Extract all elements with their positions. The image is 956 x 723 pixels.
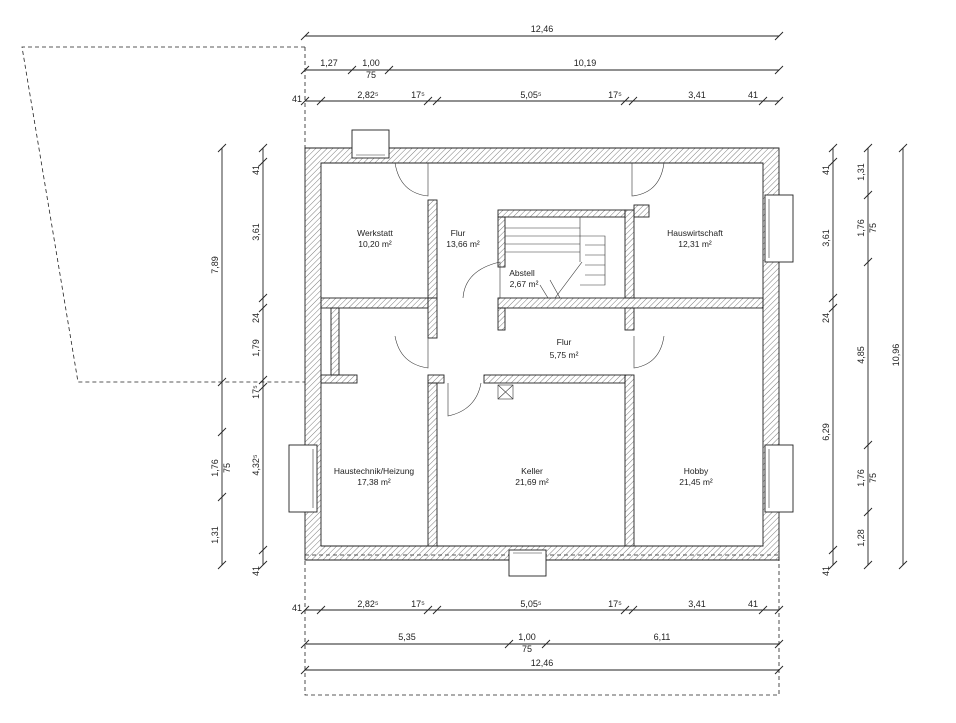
dim-right-mid-2: 75	[868, 223, 878, 233]
room-werkstatt-area: 10,20 m²	[358, 239, 392, 249]
dim-bot2-b: 1,00	[518, 632, 536, 642]
dim-top3-4: 17⁵	[608, 90, 622, 100]
dim-bot1-0: 41	[292, 603, 302, 613]
dim-bot1-6: 41	[748, 599, 758, 609]
dim-bot1-4: 17⁵	[608, 599, 622, 609]
room-flur1-name: Flur	[451, 228, 466, 238]
dim-right-in-1: 3,61	[821, 229, 831, 247]
dim-right-mid-1: 1,76	[856, 219, 866, 237]
top-dimensions: 12,46 1,27 1,00 75 10,19 41 2,82⁵ 17⁵ 5,…	[292, 24, 784, 106]
dim-left-in-2: 24	[251, 313, 261, 323]
room-hauswirtschaft-area: 12,31 m²	[678, 239, 712, 249]
dim-left-in-0: 41	[251, 165, 261, 175]
dashed-outline	[21, 46, 780, 696]
dim-left-in-1: 3,61	[251, 223, 261, 241]
room-abstell-name: Abstell	[509, 268, 535, 278]
dim-left-a-sub: 75	[222, 463, 232, 473]
dim-top-b-sub: 75	[366, 70, 376, 80]
dim-right-outer: 10,96	[891, 344, 901, 367]
door-hauswirtschaft	[631, 162, 665, 197]
dim-right-mid-3: 4,85	[856, 346, 866, 364]
dim-right-mid-0: 1,31	[856, 163, 866, 181]
right-dimensions: 41 3,61 24 6,29 41 1,31 1,76 75 4,85 1,7…	[821, 143, 908, 576]
dim-top-total: 12,46	[531, 24, 554, 34]
dim-top-c: 10,19	[574, 58, 597, 68]
room-flur2-area: 5,75 m²	[550, 350, 579, 360]
room-werkstatt-name: Werkstatt	[357, 228, 393, 238]
dim-top-b: 1,00	[362, 58, 380, 68]
dim-right-in-4: 41	[821, 566, 831, 576]
window-top	[351, 129, 390, 159]
room-flur1-area: 13,66 m²	[446, 239, 480, 249]
dim-right-in-3: 6,29	[821, 423, 831, 441]
dim-bot1-2: 17⁵	[411, 599, 425, 609]
dim-left-in-5: 4,32⁵	[251, 454, 261, 476]
room-abstell-area: 2,67 m²	[510, 279, 539, 289]
door-werkstatt	[394, 162, 429, 197]
door-keller	[447, 382, 482, 417]
window-right-top	[764, 194, 794, 263]
room-hobby-area: 21,45 m²	[679, 477, 713, 487]
door-haustechnik	[394, 335, 429, 369]
dim-left-in-4: 17⁵	[251, 385, 261, 399]
door-hobby	[633, 335, 665, 369]
dim-left-a: 1,76	[210, 459, 220, 477]
dim-bot1-1: 2,82⁵	[357, 599, 379, 609]
dim-right-in-2: 24	[821, 313, 831, 323]
room-flur2-name: Flur	[557, 337, 572, 347]
windows	[288, 129, 794, 577]
window-bottom	[508, 549, 547, 577]
dim-right-mid-5: 75	[868, 473, 878, 483]
dim-bot2-a: 5,35	[398, 632, 416, 642]
dim-left-in-3: 1,79	[251, 339, 261, 357]
dim-top3-6: 41	[748, 90, 758, 100]
dim-bot1-5: 3,41	[688, 599, 706, 609]
room-haustechnik-name: Haustechnik/Heizung	[334, 466, 415, 476]
door-abstell	[462, 261, 501, 299]
bottom-dimensions: 41 2,82⁵ 17⁵ 5,05⁵ 17⁵ 3,41 41 5,35 1,00…	[292, 599, 784, 675]
dim-top3-3: 5,05⁵	[520, 90, 542, 100]
dim-top3-0: 41	[292, 94, 302, 104]
dim-bot2-b-sub: 75	[522, 644, 532, 654]
dim-top3-2: 17⁵	[411, 90, 425, 100]
room-labels: Werkstatt 10,20 m² Flur 13,66 m² Abstell…	[334, 228, 724, 487]
window-right-bottom	[764, 444, 794, 513]
window-left	[288, 444, 318, 513]
walls	[304, 147, 780, 561]
dim-right-mid-6: 1,28	[856, 529, 866, 547]
stair	[497, 216, 625, 400]
room-keller-name: Keller	[521, 466, 543, 476]
room-keller-area: 21,69 m²	[515, 477, 549, 487]
dim-bot-total: 12,46	[531, 658, 554, 668]
room-haustechnik-area: 17,38 m²	[357, 477, 391, 487]
dim-top3-1: 2,82⁵	[357, 90, 379, 100]
dim-right-mid-4: 1,76	[856, 469, 866, 487]
dim-bot1-3: 5,05⁵	[520, 599, 542, 609]
room-hauswirtschaft-name: Hauswirtschaft	[667, 228, 723, 238]
room-hobby-name: Hobby	[684, 466, 709, 476]
doors	[394, 162, 665, 417]
dim-left-in-6: 41	[251, 566, 261, 576]
dim-left-b: 1,31	[210, 526, 220, 544]
left-dimensions: 7,89 1,76 75 1,31 41 3,61 24 1,79 17⁵ 4,…	[210, 143, 268, 576]
dim-right-in-0: 41	[821, 165, 831, 175]
dim-top-a: 1,27	[320, 58, 338, 68]
dim-left-outer: 7,89	[210, 256, 220, 274]
dim-bot2-c: 6,11	[654, 632, 671, 642]
dim-top3-5: 3,41	[688, 90, 706, 100]
